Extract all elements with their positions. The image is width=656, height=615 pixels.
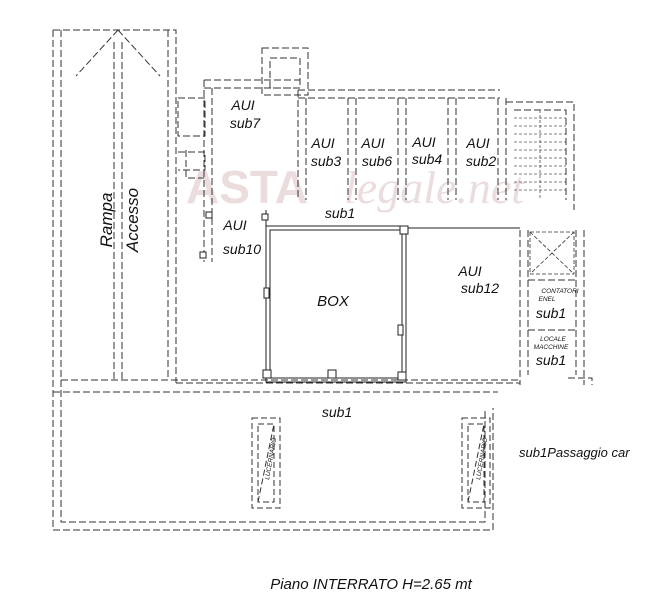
skylight-left [251, 417, 281, 509]
passaggio-label: sub1Passaggio car [519, 445, 630, 460]
ramp-label-2: Accesso [123, 188, 142, 253]
ramp-arrow [75, 29, 161, 380]
lucernario-left-label: LUCERNARIO [264, 437, 278, 480]
room-sub10-type: AUI [222, 217, 246, 233]
ramp-label-1: Rampa [97, 193, 116, 248]
room-sub6-type: AUI [360, 135, 384, 151]
macchine-sub: sub1 [536, 352, 566, 368]
macchine-label-1: LOCALE [540, 336, 566, 343]
box-label: BOX [317, 293, 350, 310]
room-sub4-type: AUI [411, 134, 435, 150]
watermark-asta: ASTA [186, 161, 308, 213]
corridor-label: sub1 [325, 205, 355, 221]
elevator-shaft [529, 231, 575, 275]
macchine-label-2: MACCHINE [534, 344, 569, 351]
room-sub2-id: sub2 [466, 153, 497, 169]
room-sub3-id: sub3 [311, 153, 342, 169]
room-sub7-type: AUI [230, 97, 254, 113]
room-sub6-id: sub6 [362, 153, 393, 169]
room-sub12-type: AUI [457, 263, 481, 279]
lucernario-right-label: LUCERNARIO [475, 437, 489, 480]
plan-caption: Piano INTERRATO H=2.65 mt [270, 576, 472, 593]
lower-sub1-label: sub1 [322, 404, 352, 420]
contatori-label-1: CONTATORI [541, 288, 578, 295]
room-sub4-id: sub4 [412, 151, 443, 167]
room-sub2-type: AUI [465, 135, 489, 151]
room-sub3-type: AUI [310, 135, 334, 151]
solid-walls [199, 210, 520, 383]
watermark: ASTA legale.net [186, 161, 525, 213]
room-sub10-id: sub10 [223, 241, 261, 257]
stairs [514, 110, 566, 200]
contatori-sub: sub1 [536, 305, 566, 321]
room-sub12-id: sub12 [461, 280, 499, 296]
contatori-label-2: ENEL [539, 296, 556, 303]
skylight-right [461, 417, 491, 509]
room-sub7-id: sub7 [230, 115, 262, 131]
dashed-outlines [52, 29, 593, 531]
watermark-legale: legale.net [344, 162, 525, 213]
